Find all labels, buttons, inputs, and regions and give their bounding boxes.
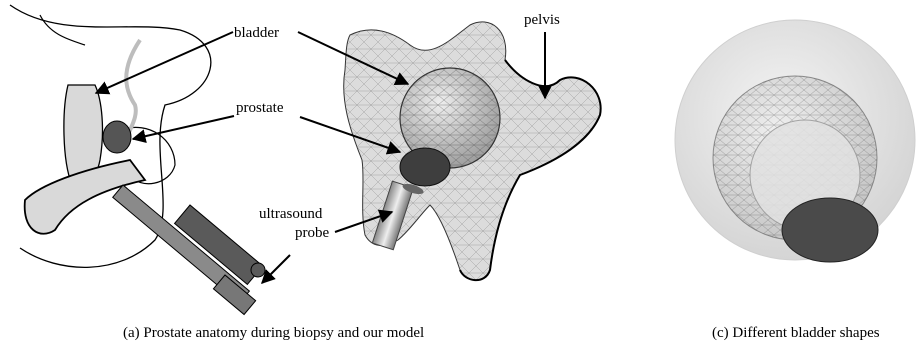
arrow-prostate-left [133, 116, 234, 139]
caption-a: (a) Prostate anatomy during biopsy and o… [123, 325, 424, 342]
urethra [126, 40, 140, 135]
prostate-model [400, 148, 450, 186]
arrow-bladder-left [96, 32, 233, 93]
label-pelvis: pelvis [524, 12, 560, 28]
pelvis-model [344, 22, 601, 280]
label-probe: probe [295, 225, 329, 241]
label-ultrasound: ultrasound [259, 206, 323, 222]
bladder-shapes [675, 20, 915, 262]
arrow-ultrasound-left [262, 255, 290, 283]
label-prostate: prostate [236, 100, 284, 116]
prostate-sketch [103, 121, 131, 153]
anatomy-sketch [10, 5, 265, 315]
label-bladder: bladder [234, 25, 279, 41]
prostate-c [782, 198, 878, 262]
caption-c: (c) Different bladder shapes [712, 325, 880, 342]
body-outline-inner [40, 15, 85, 45]
probe-knob [251, 263, 265, 277]
